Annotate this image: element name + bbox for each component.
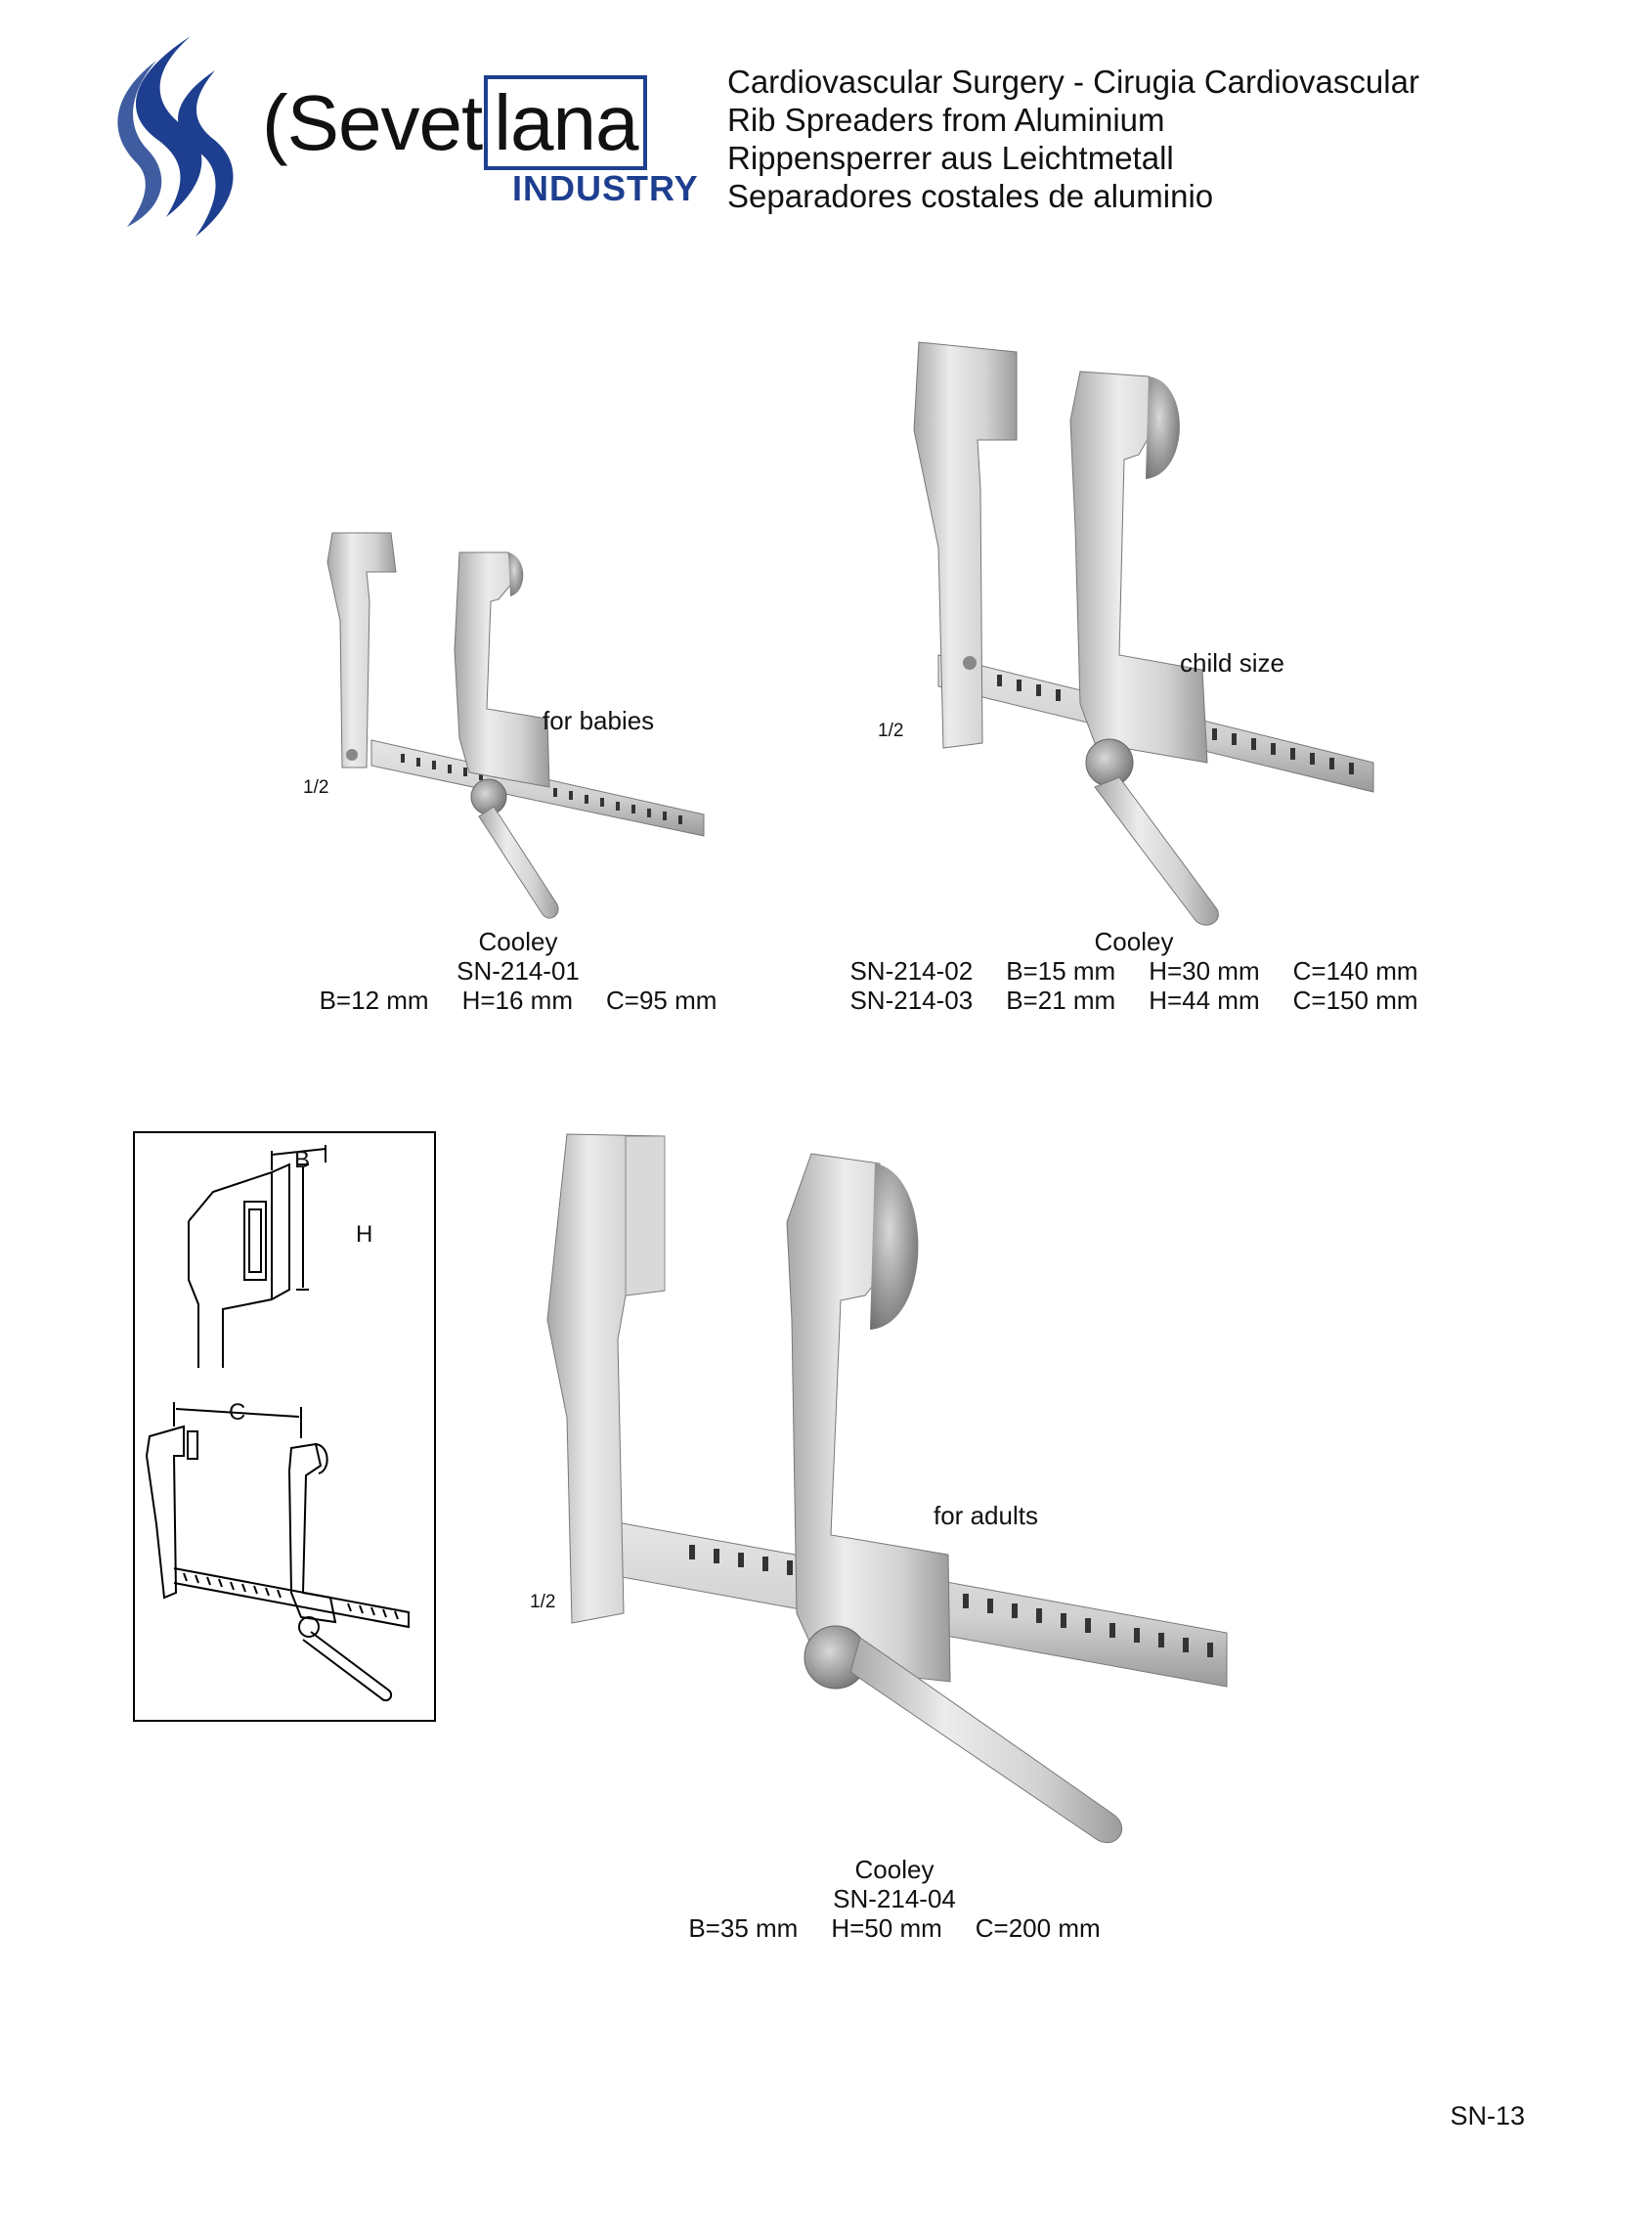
product-code: SN-214-03 <box>849 986 974 1015</box>
label-child-size: child size <box>1180 648 1284 678</box>
scale-child: 1/2 <box>878 721 904 741</box>
caption-adults: Cooley SN-214-04 B=35 mm H=50 mm C=200 m… <box>645 1855 1144 1943</box>
rib-spreader-adults-image <box>546 1133 1228 1844</box>
spec-b: B=35 mm <box>688 1913 799 1943</box>
spec-row: B=35 mm H=50 mm C=200 mm <box>645 1913 1144 1943</box>
dim-label-c: C <box>229 1399 246 1426</box>
dimension-diagram: B H C <box>133 1131 436 1722</box>
title-line: Rippensperrer aus Leichtmetall <box>727 140 1174 176</box>
brand-prefix: (Sevet <box>262 79 483 166</box>
spec-h: H=44 mm <box>1149 986 1260 1015</box>
product-code: SN-214-02 <box>849 956 974 986</box>
title-line: Rib Spreaders from Aluminium <box>727 102 1165 138</box>
brand-sub: INDUSTRY <box>512 168 699 208</box>
scale-adults: 1/2 <box>530 1592 556 1612</box>
rib-spreader-child-image <box>913 341 1374 926</box>
product-code: SN-214-04 <box>833 1884 956 1913</box>
spec-c: C=95 mm <box>606 986 717 1015</box>
dim-label-b: B <box>294 1147 311 1173</box>
scale-babies: 1/2 <box>303 777 329 798</box>
spec-c: C=140 mm <box>1292 956 1418 986</box>
title-line: Cardiovascular Surgery - Cirugia Cardiov… <box>727 64 1419 100</box>
dimension-diagram-drawing <box>145 1145 410 1702</box>
product-name: Cooley <box>854 1855 935 1884</box>
spec-b: B=15 mm <box>1006 956 1116 986</box>
title-line: Separadores costales de aluminio <box>727 178 1214 214</box>
product-name: Cooley <box>478 927 558 956</box>
brand-box: lana <box>484 75 648 170</box>
spec-h: H=30 mm <box>1149 956 1260 986</box>
catalog-titles: Cardiovascular Surgery - Cirugia Cardiov… <box>727 63 1419 215</box>
dim-label-h: H <box>356 1221 373 1248</box>
label-for-adults: for adults <box>934 1501 1038 1530</box>
product-code: SN-214-01 <box>456 956 580 986</box>
spec-b: B=12 mm <box>319 986 429 1015</box>
caption-child: Cooley SN-214-02 B=15 mm H=30 mm C=140 m… <box>831 927 1437 1015</box>
label-for-babies: for babies <box>543 706 655 735</box>
spec-row: SN-214-03 B=21 mm H=44 mm C=150 mm <box>831 986 1437 1015</box>
spec-h: H=16 mm <box>461 986 573 1015</box>
spec-row: B=12 mm H=16 mm C=95 mm <box>293 986 743 1015</box>
caption-babies: Cooley SN-214-01 B=12 mm H=16 mm C=95 mm <box>293 927 743 1015</box>
spec-h: H=50 mm <box>831 1913 942 1943</box>
spec-b: B=21 mm <box>1006 986 1116 1015</box>
brand-swirl-logo <box>117 36 234 237</box>
spec-c: C=200 mm <box>975 1913 1101 1943</box>
page-number: SN-13 <box>1450 2101 1525 2130</box>
rib-spreader-babies-image <box>326 532 705 919</box>
product-name: Cooley <box>1094 927 1174 956</box>
spec-row: SN-214-02 B=15 mm H=30 mm C=140 mm <box>831 956 1437 986</box>
spec-c: C=150 mm <box>1292 986 1418 1015</box>
